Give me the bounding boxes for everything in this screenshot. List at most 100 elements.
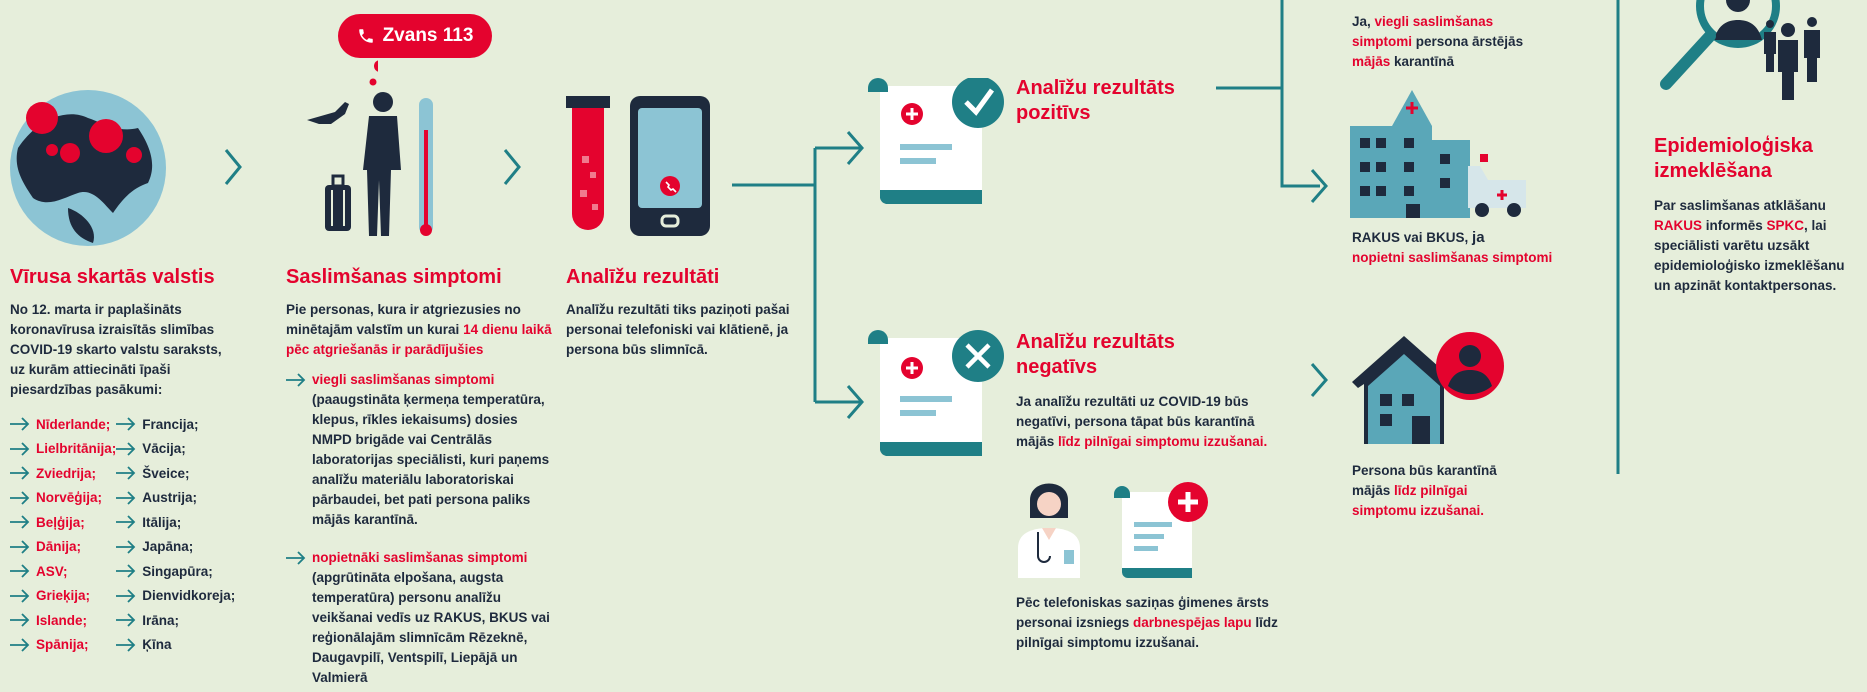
country-name: Irāna; (142, 612, 180, 628)
negative-document-icon (868, 330, 1004, 456)
negative-result: Analīžu rezultāts negatīvs Ja analīžu re… (1016, 330, 1284, 452)
epidemiological-section: Epidemioloģiska izmeklēšana Par saslimša… (1654, 134, 1859, 296)
arrow-right-icon (116, 564, 136, 578)
doctor-text: Pēc telefoniskas saziņas ģimenes ārsts p… (1016, 595, 1278, 650)
country-name: Ķīna (142, 637, 172, 653)
country-item: Dienvidkoreja; (116, 584, 235, 609)
severe-symptoms-item: nopietnāki saslimšanas simptomi(apgrūtin… (286, 548, 556, 688)
call-badge[interactable]: Zvans 113 (338, 14, 492, 58)
arrow-right-icon (116, 466, 136, 480)
country-item: Vācija; (116, 437, 235, 462)
doctor-illustration (1018, 482, 1208, 578)
test-and-phone-illustration (566, 96, 710, 236)
country-item: Norvēģija; (10, 486, 116, 511)
country-name: Beļģija; (36, 514, 85, 530)
country-item: ASV; (10, 559, 116, 584)
arrow-right-icon (10, 491, 30, 505)
country-item: Austrija; (116, 486, 235, 511)
positive-document-icon (868, 78, 1004, 204)
country-item: Islande; (10, 608, 116, 633)
section-title: Analīžu rezultāti (566, 266, 720, 288)
arrow-right-icon (10, 515, 30, 529)
arrow-right-icon (10, 540, 30, 554)
arrow-right-icon (286, 551, 306, 565)
section-title: Epidemioloģiska izmeklēšana (1654, 135, 1813, 182)
country-item: Zviedrija; (10, 461, 116, 486)
country-item: Lielbritānija; (10, 437, 116, 462)
results-section: Analīžu rezultāti Analīžu rezultāti tiks… (566, 265, 798, 360)
country-name: Grieķija; (36, 588, 91, 604)
country-name: Austrija; (142, 490, 198, 506)
country-item: Beļģija; (10, 510, 116, 535)
call-label: Zvans 113 (382, 25, 474, 46)
country-name: Vācija; (142, 441, 186, 457)
affected-countries-section: Vīrusa skartās valstis No 12. marta ir p… (10, 265, 235, 657)
country-name: Norvēģija; (36, 490, 103, 506)
section-title: Vīrusa skartās valstis (10, 266, 215, 288)
arrow-right-icon (116, 442, 136, 456)
magnifier-icon (1660, 0, 1820, 100)
country-item: Itālija; (116, 510, 235, 535)
home-quarantine-text: Persona būs karantīnā mājās līdz pilnīga… (1352, 463, 1497, 518)
arrow-right-icon (10, 638, 30, 652)
country-name: Francija; (142, 416, 199, 432)
call-bubble-dots (369, 60, 378, 86)
country-name: Islande; (36, 612, 88, 628)
hospital-icon (1350, 90, 1526, 218)
arrow-right-icon (10, 466, 30, 480)
country-name: Šveice; (142, 465, 190, 481)
country-item: Francija; (116, 412, 235, 437)
mild-home-text: Ja, viegli saslimšanas simptomi persona … (1352, 14, 1524, 69)
countries-right: Francija; Vācija; Šveice; Austrija; Itālija;… (116, 412, 235, 657)
positive-title: Analīžu rezultāts pozitīvs (1016, 77, 1175, 124)
countries-list: Nīderlande; Lielbritānija; Zviedrija; Norvē… (10, 412, 235, 657)
phone-icon (358, 29, 373, 43)
country-name: Japāna; (142, 539, 194, 555)
country-item: Spānija; (10, 633, 116, 658)
symptoms-section: Saslimšanas simptomi Pie personas, kura … (286, 265, 556, 688)
country-item: Šveice; (116, 461, 235, 486)
section-text: No 12. marta ir paplašināts koronavīrusa… (10, 302, 222, 397)
country-name: Itālija; (142, 514, 182, 530)
country-name: Spānija; (36, 637, 89, 653)
country-item: Dānija; (10, 535, 116, 560)
negative-text: Ja analīžu rezultāti uz COVID-19 būs neg… (1016, 394, 1268, 449)
country-name: ASV; (36, 563, 68, 579)
country-item: Irāna; (116, 608, 235, 633)
arrow-right-icon (116, 589, 136, 603)
arrow-right-icon (10, 613, 30, 627)
country-item: Grieķija; (10, 584, 116, 609)
country-item: Ķīna (116, 633, 235, 658)
country-name: Singapūra; (142, 563, 213, 579)
arrow-right-icon (116, 417, 136, 431)
arrow-right-icon (116, 515, 136, 529)
mild-symptoms-item: viegli saslimšanas simptomi(paaugstināta… (286, 370, 556, 530)
section-text: Pie personas, kura ir atgriezusies no mi… (286, 302, 552, 357)
arrow-right-icon (10, 442, 30, 456)
home-quarantine-icon (1352, 332, 1504, 444)
section-text: Par saslimšanas atklāšanu RAKUS informēs… (1654, 198, 1845, 293)
arrow-right-icon (10, 417, 30, 431)
countries-left: Nīderlande; Lielbritānija; Zviedrija; Norvē… (10, 412, 116, 657)
country-name: Zviedrija; (36, 465, 97, 481)
country-item: Japāna; (116, 535, 235, 560)
section-text: Analīžu rezultāti tiks paziņoti pašai pe… (566, 302, 790, 357)
arrow-right-icon (286, 373, 306, 387)
traveler-illustration (307, 92, 433, 236)
country-name: Nīderlande; (36, 416, 111, 432)
arrow-right-icon (116, 540, 136, 554)
section-title: Saslimšanas simptomi (286, 266, 502, 288)
country-item: Singapūra; (116, 559, 235, 584)
globe-icon (10, 90, 166, 246)
country-name: Lielbritānija; (36, 441, 117, 457)
arrow-right-icon (116, 638, 136, 652)
positive-result: Analīžu rezultāts pozitīvs (1016, 76, 1216, 126)
arrow-right-icon (116, 613, 136, 627)
arrow-right-icon (10, 589, 30, 603)
country-name: Dienvidkoreja; (142, 588, 236, 604)
country-item: Nīderlande; (10, 412, 116, 437)
airplane-icon (307, 102, 349, 124)
country-name: Dānija; (36, 539, 82, 555)
arrow-right-icon (116, 491, 136, 505)
